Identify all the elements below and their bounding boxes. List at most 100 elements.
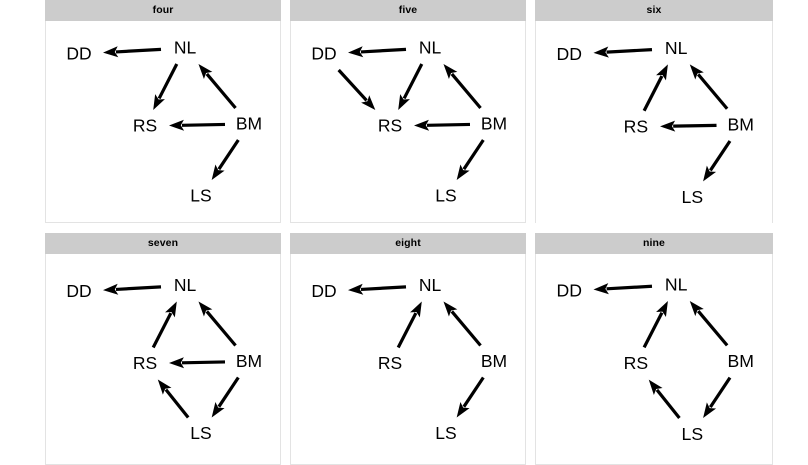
edge-shaft [402, 63, 424, 100]
edge-arrowhead [165, 301, 177, 318]
edge-shaft [337, 68, 368, 102]
edge-nl-to-rs [153, 63, 179, 110]
edge-rs-to-nl [396, 301, 422, 349]
edge-arrowhead [443, 64, 458, 80]
node-bm: BM [236, 351, 262, 371]
node-rs: RS [624, 353, 648, 373]
edge-arrowhead [703, 402, 717, 418]
node-rs: RS [378, 353, 402, 373]
edge-arrowhead [211, 164, 225, 180]
panel-title: four [45, 0, 281, 21]
node-ls: LS [190, 423, 211, 443]
edge-shaft [115, 47, 162, 54]
edge-bm-to-rs [660, 120, 717, 132]
node-ls: LS [682, 424, 704, 444]
node-dd: DD [311, 44, 336, 64]
edge-bm-to-rs [169, 119, 226, 131]
node-nl: NL [419, 38, 442, 58]
edge-shaft [696, 73, 729, 110]
edge-rs-to-nl [151, 301, 177, 349]
edge-shaft [217, 139, 240, 171]
edge-shaft [151, 312, 173, 349]
edge-arrowhead [103, 283, 119, 295]
edge-arrowhead [414, 119, 430, 131]
edge-bm-to-ls [703, 140, 732, 182]
edge-bm-to-nl [443, 64, 482, 110]
edge-arrowhead [689, 301, 704, 317]
edge-shaft [450, 72, 482, 110]
node-ls: LS [190, 186, 211, 206]
edge-arrowhead [198, 301, 213, 317]
node-ls: LS [682, 187, 704, 207]
edge-arrowhead [198, 64, 213, 80]
node-dd: DD [557, 281, 582, 301]
edge-arrowhead [361, 95, 376, 110]
edge-shaft [462, 376, 485, 408]
panel-title: eight [290, 233, 526, 254]
edge-shaft [181, 360, 226, 365]
edge-arrowhead [410, 301, 422, 318]
node-bm: BM [728, 115, 754, 135]
edge-bm-to-rs [169, 357, 226, 369]
edge-bm-to-nl [198, 301, 237, 347]
edge-shaft [709, 140, 732, 172]
edge-bm-to-ls [703, 376, 732, 418]
edge-arrowhead [660, 120, 676, 132]
edge-shaft [696, 309, 729, 347]
node-ls: LS [435, 423, 456, 443]
edge-nl-to-dd [593, 46, 653, 58]
edge-arrowhead [211, 401, 225, 418]
edge-arrowhead [169, 357, 185, 369]
edge-arrowhead [348, 283, 364, 295]
node-dd: DD [66, 281, 91, 301]
node-bm: BM [728, 351, 754, 371]
edge-arrowhead [456, 401, 470, 418]
edge-shaft [360, 47, 407, 54]
node-dd: DD [66, 44, 91, 64]
edge-bm-to-ls [211, 376, 240, 418]
edge-bm-to-rs [414, 119, 471, 131]
edge-shaft [181, 122, 226, 127]
edge-arrowhead [153, 94, 165, 110]
node-nl: NL [665, 38, 688, 58]
panel-title: five [290, 0, 526, 21]
edge-arrowhead [703, 165, 717, 182]
edge-shaft [709, 376, 732, 408]
edge-arrowhead [348, 46, 364, 58]
node-bm: BM [481, 351, 507, 371]
panel-title: seven [45, 233, 281, 254]
edge-arrowhead [103, 46, 119, 58]
node-dd: DD [311, 281, 336, 301]
edge-shaft [205, 310, 237, 347]
edge-arrowhead [157, 379, 172, 395]
edge-shaft [360, 285, 407, 292]
edge-shaft [157, 63, 179, 100]
graph-canvas: DD NL RS BM LS [311, 275, 507, 443]
node-nl: NL [174, 275, 197, 295]
edge-arrowhead [648, 379, 663, 395]
edge-arrowhead [593, 46, 609, 58]
node-nl: NL [419, 275, 442, 295]
edge-dd-to-rs [337, 68, 376, 110]
edge-nl-to-dd [103, 283, 162, 295]
edge-bm-to-ls [211, 139, 240, 180]
edge-shaft [205, 72, 237, 110]
edge-arrowhead [398, 94, 410, 110]
edge-shaft [164, 388, 190, 419]
edge-arrowhead [656, 301, 668, 318]
edge-shaft [673, 123, 717, 128]
